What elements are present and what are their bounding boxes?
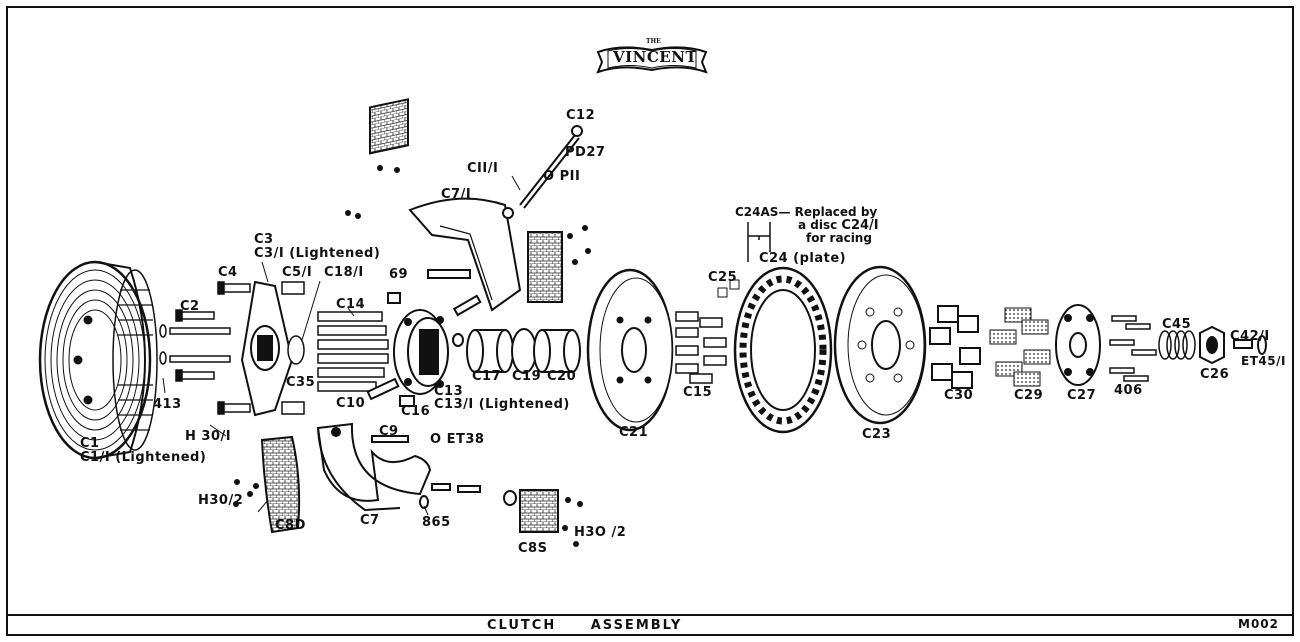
logo-brand-text: VINCENT xyxy=(613,48,698,66)
lining-c8s xyxy=(519,489,559,533)
label-c1: C1 xyxy=(80,436,100,451)
label-h30-1: H 30/I xyxy=(185,429,232,444)
label-c10: C10 xyxy=(336,396,366,411)
note-line2-code: C24/I xyxy=(841,218,879,233)
label-c5-1: C5/I xyxy=(282,265,313,280)
drawing-title: CLUTCH ASSEMBLY xyxy=(487,618,683,633)
vincent-logo-banner xyxy=(596,46,708,74)
label-69: 69 xyxy=(389,267,409,282)
label-c4: C4 xyxy=(218,265,238,280)
label-c16: C16 xyxy=(401,404,431,419)
lining-upper-right xyxy=(527,231,563,303)
label-c13-1: C13/I (Lightened) xyxy=(434,397,570,412)
note-line3: for racing xyxy=(806,231,872,245)
label-c35: C35 xyxy=(286,375,316,390)
clutch-drum-c1 xyxy=(38,260,158,460)
label-c30: C30 xyxy=(944,388,974,403)
label-c1-1: C1/I (Lightened) xyxy=(80,450,207,465)
note-line2-prefix: a disc xyxy=(798,218,838,232)
spring-cups-c30 xyxy=(929,305,981,389)
nut-c26 xyxy=(1199,325,1267,365)
bolts-group-left xyxy=(159,281,305,415)
label-c18-1: C18/I xyxy=(324,265,364,280)
bearing-parts xyxy=(452,328,581,374)
small-screws xyxy=(233,165,591,547)
label-c45: C45 xyxy=(1162,317,1192,332)
label-406: 406 xyxy=(1114,383,1143,398)
lower-shoe-c7 xyxy=(316,422,517,512)
note-line1: — Replaced by xyxy=(778,205,878,219)
label-c21: C21 xyxy=(619,425,649,440)
label-413: 413 xyxy=(153,397,182,412)
label-c11-1: CII/I xyxy=(467,161,499,176)
label-c9: C9 xyxy=(379,424,399,439)
label-c42-1: C42/I xyxy=(1230,329,1270,344)
drawing-number: M002 xyxy=(1238,617,1279,631)
spring-plate-c27 xyxy=(1055,304,1101,386)
label-c23: C23 xyxy=(862,427,892,442)
label-c13: C13 xyxy=(434,384,464,399)
title-strip xyxy=(6,614,1294,638)
drawing-border xyxy=(6,6,1294,636)
upper-shoe-c7-1 xyxy=(408,197,522,317)
label-c20: C20 xyxy=(547,369,577,384)
label-c3: C3 xyxy=(254,232,274,247)
back-plate-c3 xyxy=(240,280,294,417)
label-c19: C19 xyxy=(512,369,542,384)
label-c27: C27 xyxy=(1067,388,1097,403)
spring-c45 xyxy=(1158,330,1196,360)
lining-upper-left xyxy=(369,98,409,155)
label-et38: O ET38 xyxy=(430,432,485,447)
pressure-plate-c23 xyxy=(833,265,927,425)
label-865: 865 xyxy=(422,515,451,530)
label-c25: C25 xyxy=(708,270,738,285)
label-c14: C14 xyxy=(336,297,366,312)
studs-c14 xyxy=(287,311,389,392)
label-c26: C26 xyxy=(1200,367,1230,382)
label-c15: C15 xyxy=(683,385,713,400)
label-c29: C29 xyxy=(1014,388,1044,403)
label-c7: C7 xyxy=(360,513,380,528)
label-op11: O PII xyxy=(543,169,581,184)
label-c8d: C8D xyxy=(275,518,306,533)
label-c12: C12 xyxy=(566,108,596,123)
label-c24: C24 (plate) xyxy=(759,251,847,266)
centre-hub-c13 xyxy=(366,292,449,407)
label-et45-1: ET45/I xyxy=(1241,354,1286,368)
c24as-note: C24AS— Replaced by a disc C24/I for raci… xyxy=(735,206,879,245)
springs-c29 xyxy=(989,307,1051,387)
clutch-plate-c21 xyxy=(586,268,674,432)
lining-c8d xyxy=(260,435,301,534)
adjuster-rod-c11 xyxy=(519,125,583,209)
leader-lines xyxy=(162,175,521,516)
label-pd27: PD27 xyxy=(565,145,606,160)
label-c2: C2 xyxy=(180,299,200,314)
logo-small-text: THE xyxy=(646,38,661,45)
label-c3-1: C3/I (Lightened) xyxy=(254,246,381,261)
label-c8s: C8S xyxy=(518,541,548,556)
pins-c15 xyxy=(675,311,727,384)
label-c17: C17 xyxy=(472,369,502,384)
label-h30-2-right: H3O /2 xyxy=(574,525,627,540)
c24as-bracket xyxy=(747,222,771,262)
screws-406 xyxy=(1109,315,1157,382)
note-code: C24AS xyxy=(735,205,779,219)
label-h30-2-left: H30/2 xyxy=(198,493,244,508)
label-c7-1: C7/I xyxy=(441,187,472,202)
friction-plate-c24 xyxy=(717,266,833,434)
